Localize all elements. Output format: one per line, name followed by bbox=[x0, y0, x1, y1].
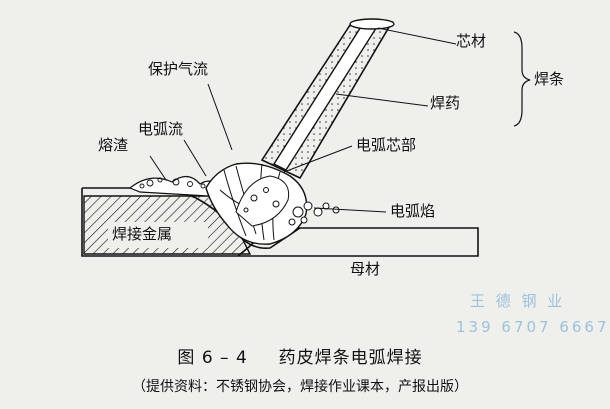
label-weld-metal: 焊接金属 bbox=[112, 225, 173, 243]
leader-lines bbox=[149, 27, 457, 213]
watermark-line2: 139 6707 6667 bbox=[456, 318, 610, 336]
electrode-bracket bbox=[513, 31, 531, 127]
figure-caption: 图 6 – 4 药皮焊条电弧焊接 bbox=[0, 343, 600, 368]
label-flux: 焊药 bbox=[430, 94, 461, 112]
label-shielding-gas: 保护气流 bbox=[148, 60, 209, 78]
arc-flame-puffs bbox=[288, 201, 340, 226]
arc-core-blob bbox=[235, 175, 290, 227]
slag-texture bbox=[139, 177, 206, 189]
label-base-metal: 母材 bbox=[350, 260, 381, 278]
label-slag: 熔渣 bbox=[98, 136, 129, 154]
label-arc-core: 电弧芯部 bbox=[356, 136, 417, 154]
figure-number: 图 6 – 4 bbox=[177, 348, 248, 368]
watermark-line1: 王 德 钢 业 bbox=[470, 292, 566, 310]
label-electrode: 焊条 bbox=[534, 70, 565, 88]
figure-source: （提供资料：不锈钢协会，焊接作业课本，产报出版） bbox=[132, 379, 468, 395]
figure-title: 药皮焊条电弧焊接 bbox=[278, 348, 423, 368]
label-core: 芯材 bbox=[456, 32, 487, 50]
label-arc-stream: 电弧流 bbox=[138, 120, 184, 138]
label-arc-flame: 电弧焰 bbox=[390, 202, 436, 220]
